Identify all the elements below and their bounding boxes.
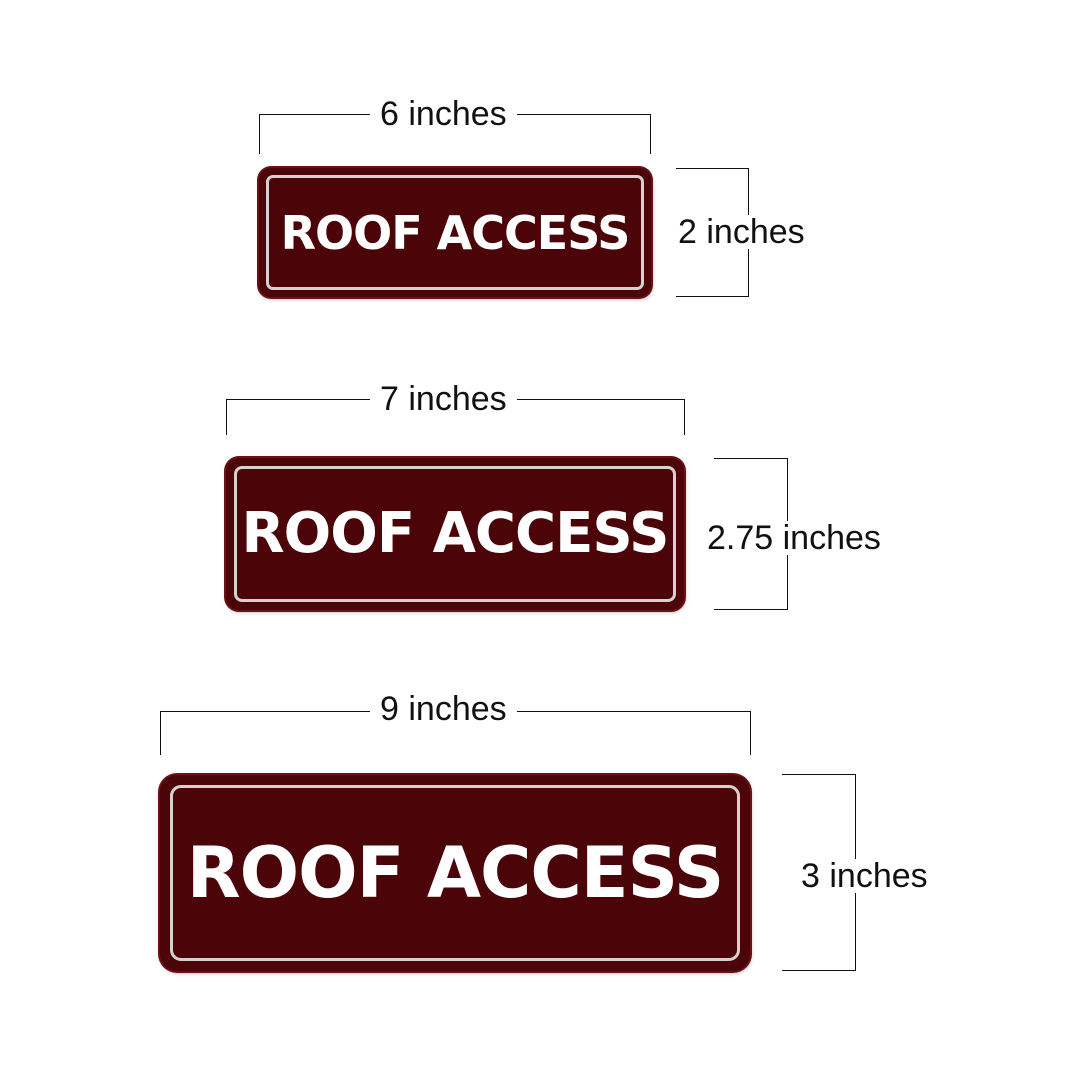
sign-inner-border xyxy=(266,175,644,290)
width-label-large: 9 inches xyxy=(370,692,517,726)
height-label-medium: 2.75 inches xyxy=(697,521,891,555)
sign-text: ROOF ACCESS xyxy=(186,832,725,914)
roof-access-sign-small: ROOF ACCESS xyxy=(259,168,651,297)
width-label-small: 6 inches xyxy=(370,97,517,131)
sign-inner-border xyxy=(170,785,740,961)
height-label-large: 3 inches xyxy=(791,859,938,893)
roof-access-sign-large: ROOF ACCESS xyxy=(160,775,750,971)
sign-text: ROOF ACCESS xyxy=(241,501,669,566)
height-label-small: 2 inches xyxy=(668,215,815,249)
roof-access-sign-medium: ROOF ACCESS xyxy=(226,458,684,610)
sign-text: ROOF ACCESS xyxy=(280,205,631,260)
width-label-medium: 7 inches xyxy=(370,382,517,416)
sign-inner-border xyxy=(234,466,676,602)
